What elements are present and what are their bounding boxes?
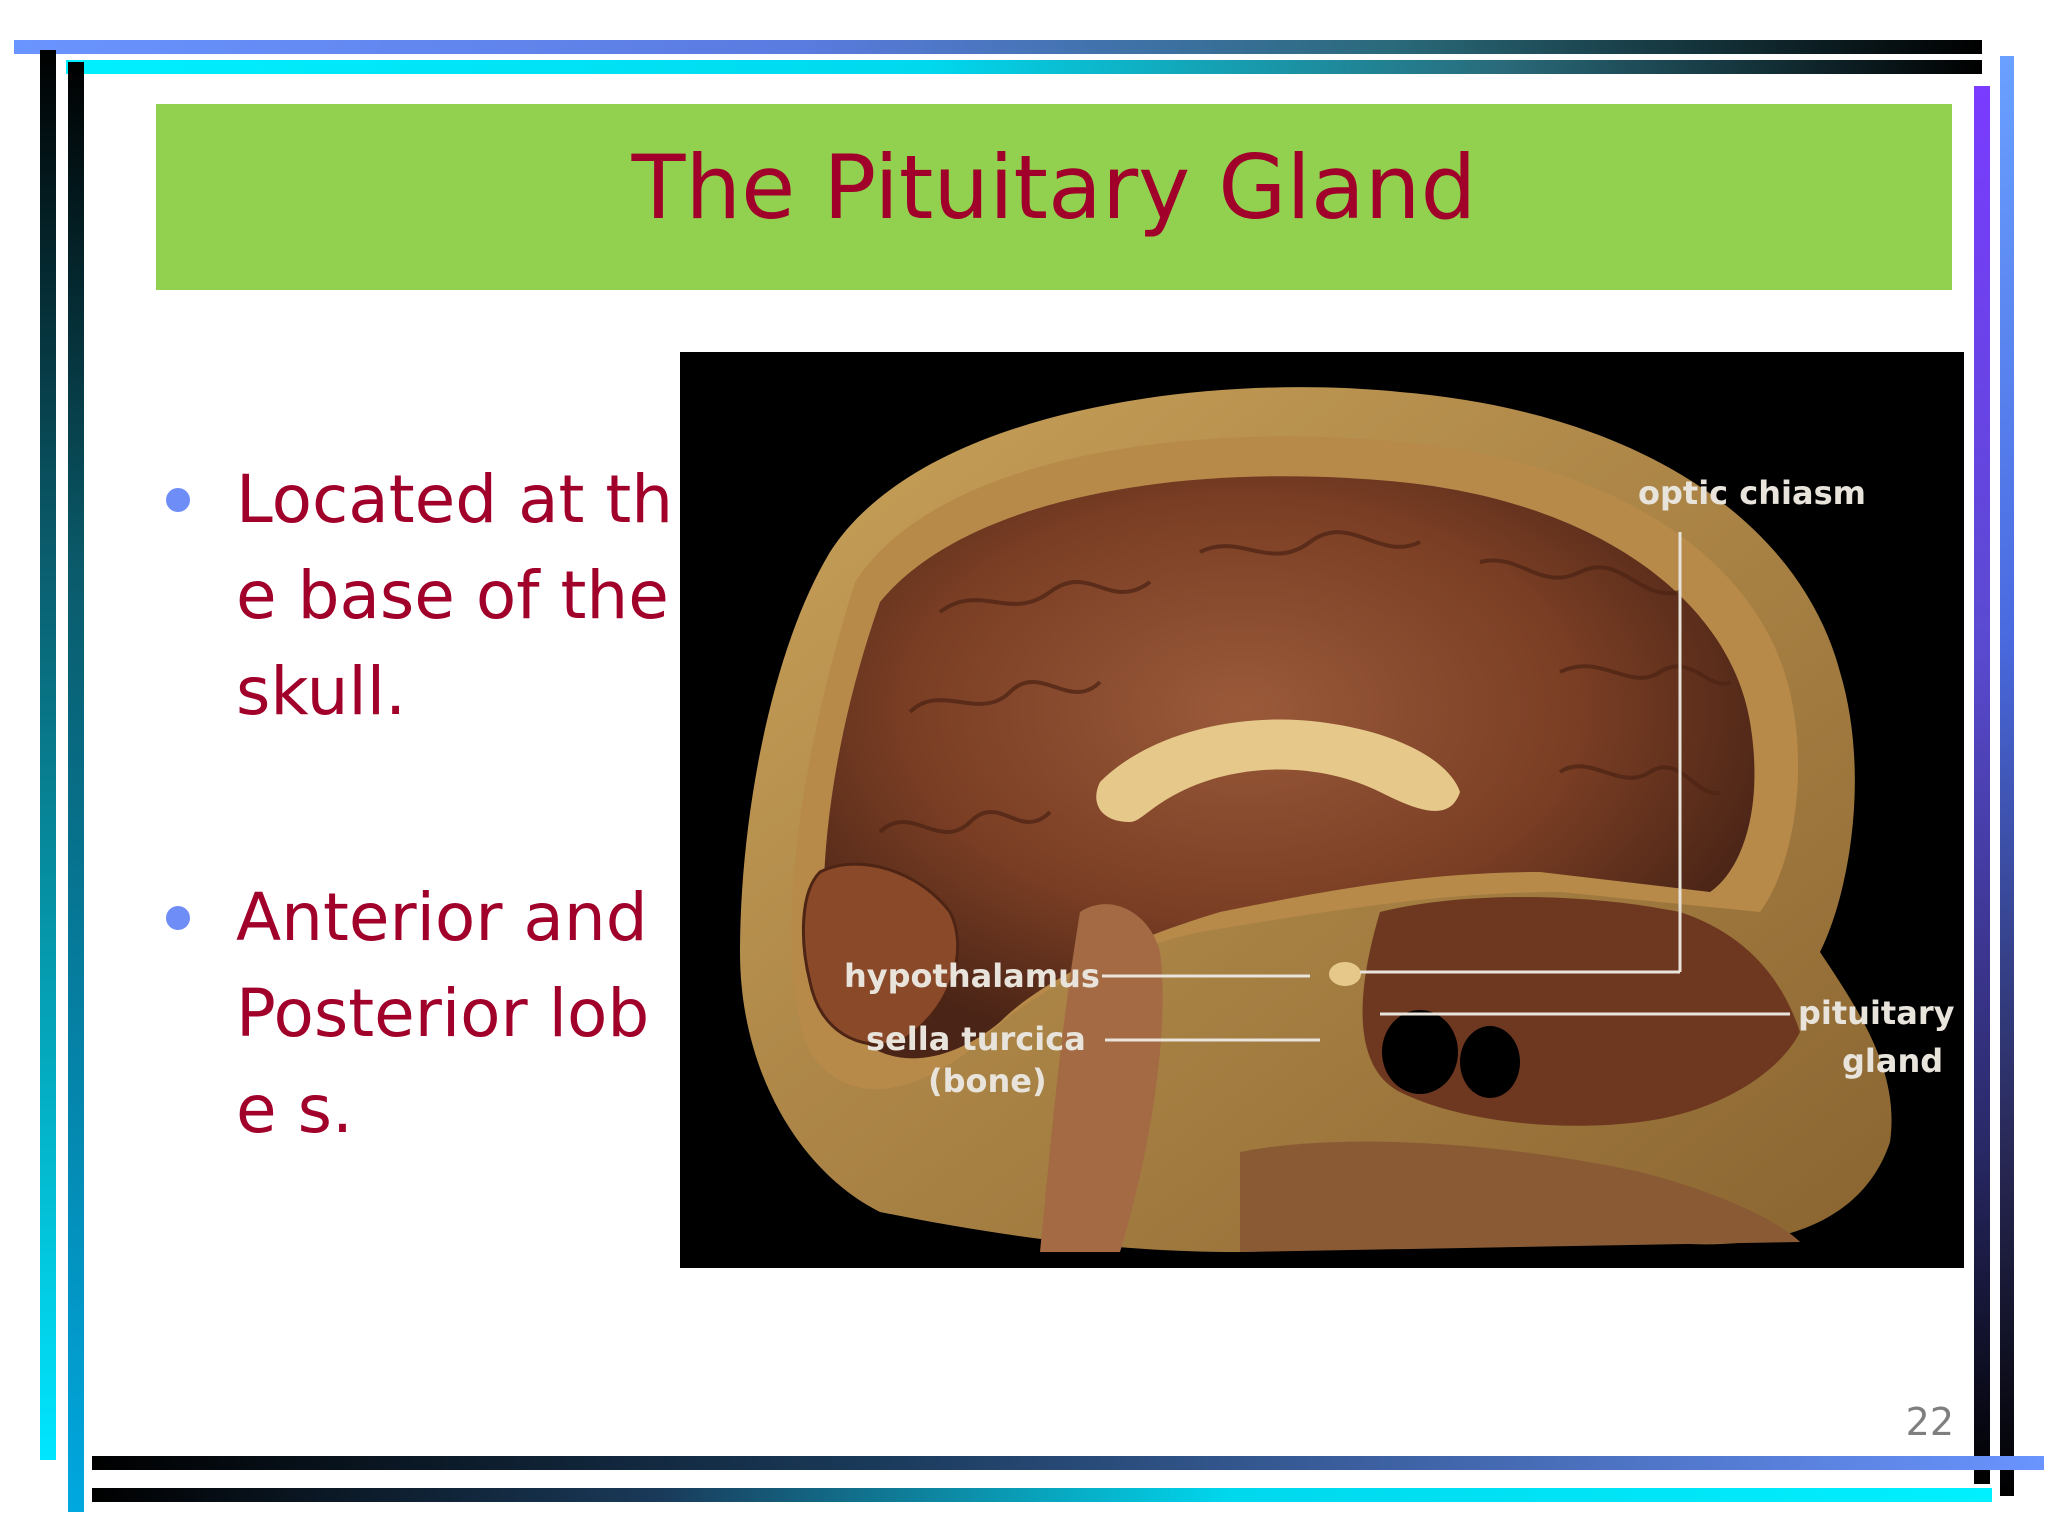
label-pituitary: pituitary: [1798, 994, 1955, 1032]
frame-bar-top-outer: [14, 40, 1982, 54]
title-banner: The Pituitary Gland: [156, 104, 1952, 290]
jaw: [1240, 1141, 1800, 1252]
page-number: 22: [1905, 1400, 1954, 1444]
cerebellum: [802, 862, 960, 1046]
label-leaders: [1102, 532, 1790, 1042]
frame-bar-bottom-upper: [92, 1456, 2044, 1470]
frame-bar-left-inner: [68, 62, 84, 1512]
bullet-text: Located at the base of the skull.: [236, 461, 674, 730]
frame-bar-left-outer: [40, 50, 56, 1460]
bullet-text: Anterior and Posterior lobe s.: [236, 879, 650, 1148]
label-sella-turcica: sella turcica: [866, 1020, 1086, 1058]
brain-gyri: [878, 530, 1731, 834]
bullet-dot-icon: [166, 488, 190, 512]
label-hypothalamus: hypothalamus: [844, 957, 1100, 995]
slide-title: The Pituitary Gland: [631, 136, 1477, 239]
pituitary-gland-shape: [1329, 962, 1361, 986]
sinus-right: [1460, 1026, 1520, 1098]
frame-bar-right-outer: [2000, 56, 2014, 1496]
bullet-item: Anterior and Posterior lobe s.: [160, 870, 680, 1158]
frame-bar-top-inner: [66, 60, 1982, 74]
bullet-dot-icon: [166, 906, 190, 930]
corpus-callosum: [1096, 719, 1460, 822]
frame-bar-bottom-lower: [92, 1488, 1992, 1502]
brainstem: [1040, 904, 1163, 1252]
frame-bar-right-inner: [1974, 86, 1990, 1484]
sinus-left: [1382, 1010, 1458, 1094]
bullet-item: Located at the base of the skull.: [160, 452, 680, 740]
anatomy-illustration: optic chiasm hypothalamus sella turcica …: [740, 387, 1955, 1252]
sagittal-head-section-image: optic chiasm hypothalamus sella turcica …: [680, 352, 1964, 1268]
label-sella-turcica-bone: (bone): [928, 1062, 1047, 1100]
label-optic-chiasm: optic chiasm: [1638, 474, 1866, 512]
bullet-list: Located at the base of the skull. Anteri…: [160, 452, 680, 1158]
label-gland: gland: [1842, 1042, 1943, 1080]
